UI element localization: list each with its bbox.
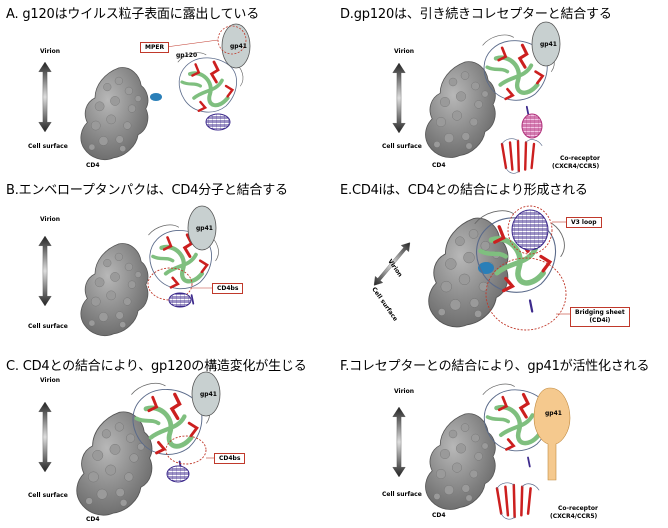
panel-b-figure	[38, 205, 334, 337]
gp41-label: gp41	[200, 391, 217, 398]
virion-label: Virion	[40, 48, 61, 55]
coreceptor-sublabel: (CXCR4/CCR5)	[552, 163, 600, 170]
v3-loop	[166, 465, 190, 483]
virion-label: Virion	[394, 48, 415, 55]
cd4bs-tag: CD4bs	[212, 283, 244, 294]
panel-title: F.コレセプターとの結合により、gp41が活性化される	[340, 359, 650, 374]
panel-d-figure	[392, 21, 561, 175]
direction-arrow	[38, 61, 52, 133]
panel-a: A. g120はウイルス粒子表面に露出している Virion Cell surf…	[0, 0, 334, 176]
v3-loop	[205, 113, 231, 131]
virion-label: Virion	[40, 377, 61, 384]
panel-title: E.CD4iは、CD4との結合により形成される	[340, 183, 588, 198]
cd4-molecule	[80, 66, 149, 161]
gp41-label: gp41	[230, 43, 247, 50]
cd4-label: CD4	[86, 516, 100, 523]
panel-c-figure	[38, 371, 221, 516]
mper-tag: MPER	[140, 42, 170, 53]
gp41-label: gp41	[196, 225, 213, 232]
virion-label: Virion	[394, 388, 415, 395]
panel-title: B.エンベロープタンパクは、CD4分子と結合する	[6, 183, 288, 198]
cell-surface-label: Cell surface	[28, 492, 68, 499]
panel-c: C. CD4との結合により、gp120の構造変化が生じる Virion Cell…	[0, 352, 334, 528]
panel-a-figure	[38, 23, 251, 161]
gp41-molecule	[531, 21, 561, 67]
gp41-label: gp41	[545, 410, 562, 417]
cd4-label: CD4	[432, 512, 446, 519]
cd4-molecule	[76, 411, 153, 516]
cd4-molecule	[80, 242, 149, 337]
cell-surface-label: Cell surface	[382, 491, 422, 498]
cd4-molecule	[424, 413, 496, 511]
panel-title: D.gp120は、引き続きコレセプターと結合する	[340, 7, 612, 22]
coreceptor-label: Co-receptor	[558, 505, 598, 512]
cell-surface-label: Cell surface	[28, 323, 68, 330]
cd4bs-marker	[165, 435, 207, 465]
direction-arrow	[38, 401, 52, 473]
virion-label: Virion	[40, 216, 61, 223]
cell-surface-label: Cell surface	[28, 143, 68, 150]
direction-arrow	[38, 235, 52, 307]
bridging-sheet-tag: Bridging sheet (CD4i)	[570, 307, 630, 327]
v3-loop-marker	[507, 205, 553, 255]
cd4-label: CD4	[86, 162, 100, 169]
binding-site	[150, 93, 162, 101]
coreceptor-molecule	[500, 137, 544, 175]
panel-b: B.エンベロープタンパクは、CD4分子と結合する Virion Cell sur…	[0, 176, 334, 352]
panel-f: F.コレセプターとの結合により、gp41が活性化される Virion Cell …	[334, 352, 668, 528]
gp41-label: gp41	[540, 41, 557, 48]
cd4-label: CD4	[432, 162, 446, 169]
direction-arrow	[392, 62, 406, 134]
bridging-sheet-label: Bridging sheet	[575, 309, 625, 316]
bridging-sheet-marker	[485, 257, 567, 331]
v3-loop	[521, 113, 543, 139]
gp120-label: gp120	[176, 52, 198, 59]
panel-f-figure	[392, 352, 571, 521]
bridging-sheet-sublabel: (CD4i)	[589, 317, 611, 324]
v3-loop	[168, 292, 192, 308]
coreceptor-molecule	[495, 481, 541, 521]
gp41-molecule	[221, 23, 251, 69]
panel-title: A. g120はウイルス粒子表面に露出している	[6, 7, 260, 22]
panel-e-figure	[370, 205, 570, 331]
cd4bs-tag: CD4bs	[214, 453, 246, 464]
v3-loop-tag: V3 loop	[566, 217, 602, 228]
cell-surface-label: Cell surface	[382, 143, 422, 150]
coreceptor-label: Co-receptor	[560, 155, 600, 162]
v3-loop	[511, 209, 549, 251]
gp41-activated	[533, 387, 571, 481]
gp41-molecule	[187, 205, 217, 251]
gp41-molecule	[191, 371, 221, 417]
panel-d: D.gp120は、引き続きコレセプターと結合する Virion Cell sur…	[334, 0, 668, 176]
panel-title: C. CD4との結合により、gp120の構造変化が生じる	[6, 359, 307, 374]
direction-arrow	[392, 406, 406, 478]
coreceptor-sublabel: (CXCR4/CCR5)	[550, 513, 598, 520]
panel-e: E.CD4iは、CD4との結合により形成される Virion Cell surf…	[334, 176, 668, 352]
